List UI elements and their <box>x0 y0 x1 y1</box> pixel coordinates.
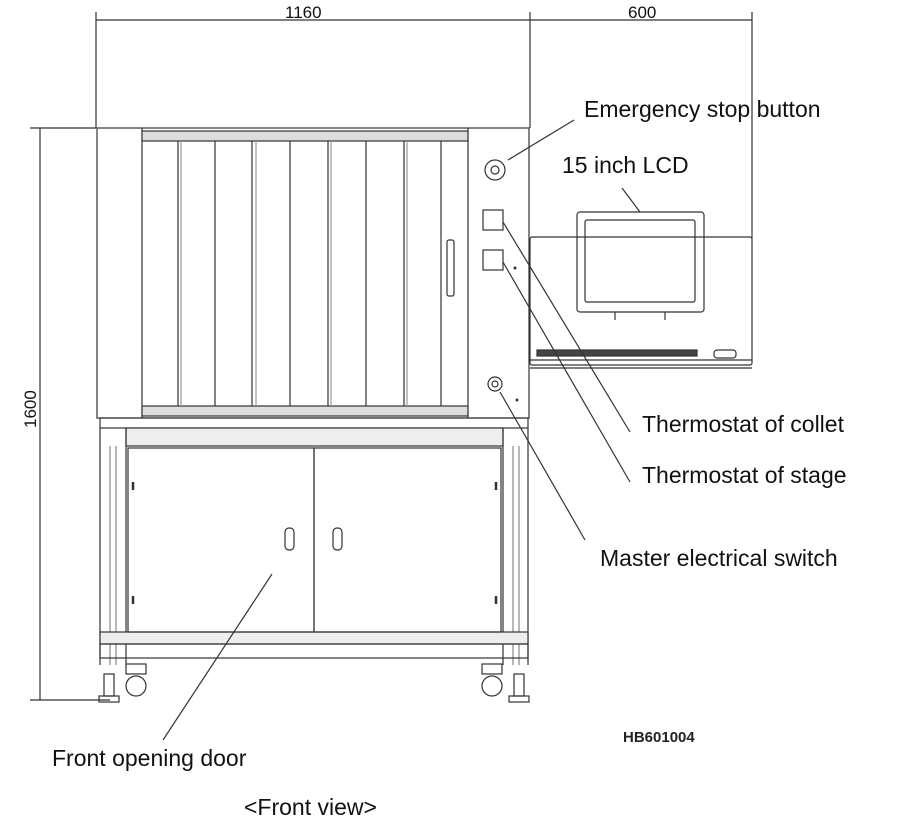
width-dimension: 1160 <box>285 3 322 22</box>
upper-cabinet <box>96 127 530 419</box>
master-switch-label: Master electrical switch <box>600 545 838 571</box>
keyboard-icon <box>536 349 698 357</box>
feet-and-casters <box>98 663 530 703</box>
lcd-label: 15 inch LCD <box>562 152 689 178</box>
mouse-icon <box>713 349 737 359</box>
caption: <Front view> <box>244 794 377 820</box>
lcd-monitor <box>576 211 705 320</box>
thermostat-collet-label: Thermostat of collet <box>642 411 845 437</box>
lcd-side-shelf <box>529 236 753 369</box>
lower-doors <box>127 447 502 633</box>
drawing-code: HB601004 <box>623 729 695 746</box>
emergency-stop-label: Emergency stop button <box>584 96 821 122</box>
emergency-stop-icon <box>484 159 506 181</box>
master-switch-icon <box>487 376 519 402</box>
thermostat-stage-label: Thermostat of stage <box>642 462 847 488</box>
dimension-lines <box>30 12 753 701</box>
leader-lines <box>162 119 641 741</box>
lower-frame <box>99 417 529 665</box>
height-dimension: 1600 <box>21 390 40 428</box>
side-width-dimension: 600 <box>628 3 656 22</box>
thermostat-collet-icon <box>482 209 504 231</box>
upper-door-handle <box>446 239 455 297</box>
front-door-label: Front opening door <box>52 745 247 771</box>
louvred-panels <box>177 141 442 406</box>
thermostat-stage-icon <box>482 249 504 271</box>
